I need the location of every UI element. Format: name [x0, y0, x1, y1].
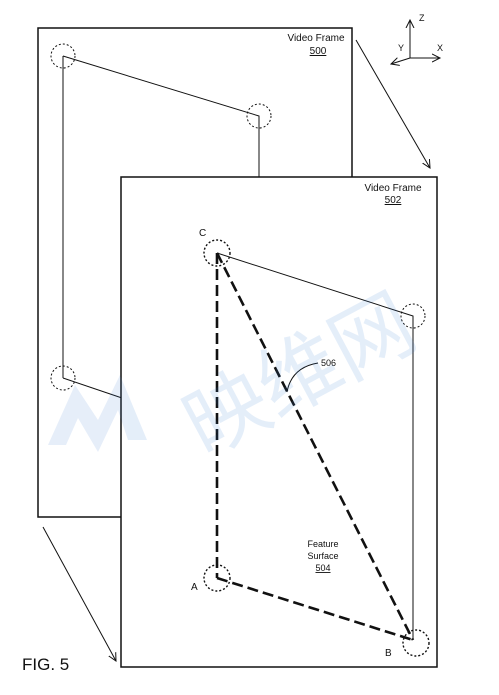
point-a-label: A	[191, 582, 198, 593]
feature-surface-label-2: Surface	[307, 551, 338, 561]
video-frame-502: Video Frame 502 C A B 506 Feature Surfac…	[120, 176, 438, 668]
figure-label: FIG. 5	[22, 655, 69, 674]
frame-500-ref: 500	[310, 46, 327, 57]
frame-500-title: Video Frame	[287, 33, 345, 44]
point-b-circle	[402, 629, 430, 657]
point-c-label: C	[199, 228, 206, 239]
frame-502-ref: 502	[385, 195, 402, 206]
frame-500-quad-bottom	[62, 377, 123, 399]
point-a-circle	[203, 564, 231, 592]
frame-500-corner-tl	[50, 43, 76, 69]
point-tr-circle	[400, 303, 426, 329]
frame-502-title: Video Frame	[364, 183, 422, 194]
watermark-logo	[48, 375, 147, 452]
frame-500-corner-bl	[50, 365, 76, 391]
diagonal-506-leader	[286, 362, 319, 393]
coordinate-axes: Z Y X	[391, 13, 443, 64]
frame-500-quad	[62, 55, 260, 180]
x-axis-label: X	[437, 43, 443, 53]
diagonal-506-ref: 506	[321, 358, 336, 368]
feature-surface-ref: 504	[315, 563, 330, 573]
y-axis-label: Y	[398, 43, 404, 53]
feature-surface-edges	[216, 252, 414, 640]
frame-500-corner-tr	[246, 103, 272, 129]
point-b-label: B	[385, 648, 392, 659]
edge-a-b	[216, 576, 414, 642]
y-axis	[391, 58, 411, 64]
point-c-circle	[203, 239, 231, 267]
frame-transition-arrow-top	[355, 39, 430, 168]
z-axis-label: Z	[419, 13, 425, 23]
feature-surface-label-1: Feature	[307, 539, 338, 549]
frame-transition-arrow-bottom	[42, 526, 116, 661]
diagonal-506	[215, 252, 415, 641]
